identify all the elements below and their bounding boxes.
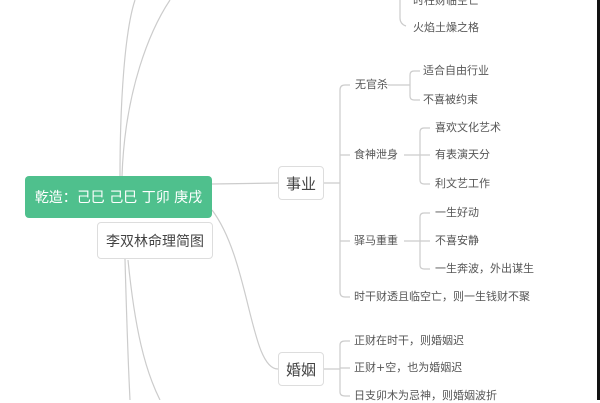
career-node[interactable]: 事业 [278, 166, 324, 200]
career-item-1-child[interactable]: 喜欢文化艺术 [435, 121, 501, 134]
marriage-item[interactable]: 日支卯木为忌神，则婚姻波折 [354, 389, 497, 402]
career-item-0-child[interactable]: 不喜被约束 [423, 93, 478, 106]
career-item-2[interactable]: 驿马重重 [354, 234, 398, 247]
career-item-1-child[interactable]: 有表演天分 [435, 148, 490, 161]
career-item-2-child[interactable]: 一生好动 [435, 206, 479, 219]
node-top-0[interactable]: 时柱财临空亡 [413, 0, 479, 7]
career-item-1[interactable]: 食神泄身 [354, 148, 398, 161]
career-item-2-child[interactable]: 一生奔波，外出谋生 [435, 262, 534, 275]
node-top-1[interactable]: 火焰土燥之格 [413, 21, 479, 34]
marriage-item[interactable]: 正财+空，也为婚姻迟 [354, 361, 463, 374]
career-item-2-child[interactable]: 不喜安静 [435, 234, 479, 247]
root-node[interactable]: 乾造：己巳 己巳 丁卯 庚戌 [25, 176, 212, 218]
career-item-0-child[interactable]: 适合自由行业 [423, 64, 489, 77]
career-item-0[interactable]: 无官杀 [355, 78, 388, 91]
window-edge [597, 0, 600, 400]
title-node[interactable]: 李双林命理简图 [97, 222, 213, 259]
career-item-1-child[interactable]: 利文艺工作 [435, 177, 490, 190]
career-item-3[interactable]: 时干财透且临空亡，则一生钱财不聚 [354, 290, 530, 303]
marriage-node[interactable]: 婚姻 [278, 352, 324, 386]
marriage-item[interactable]: 正财在时干，则婚姻迟 [354, 334, 464, 347]
